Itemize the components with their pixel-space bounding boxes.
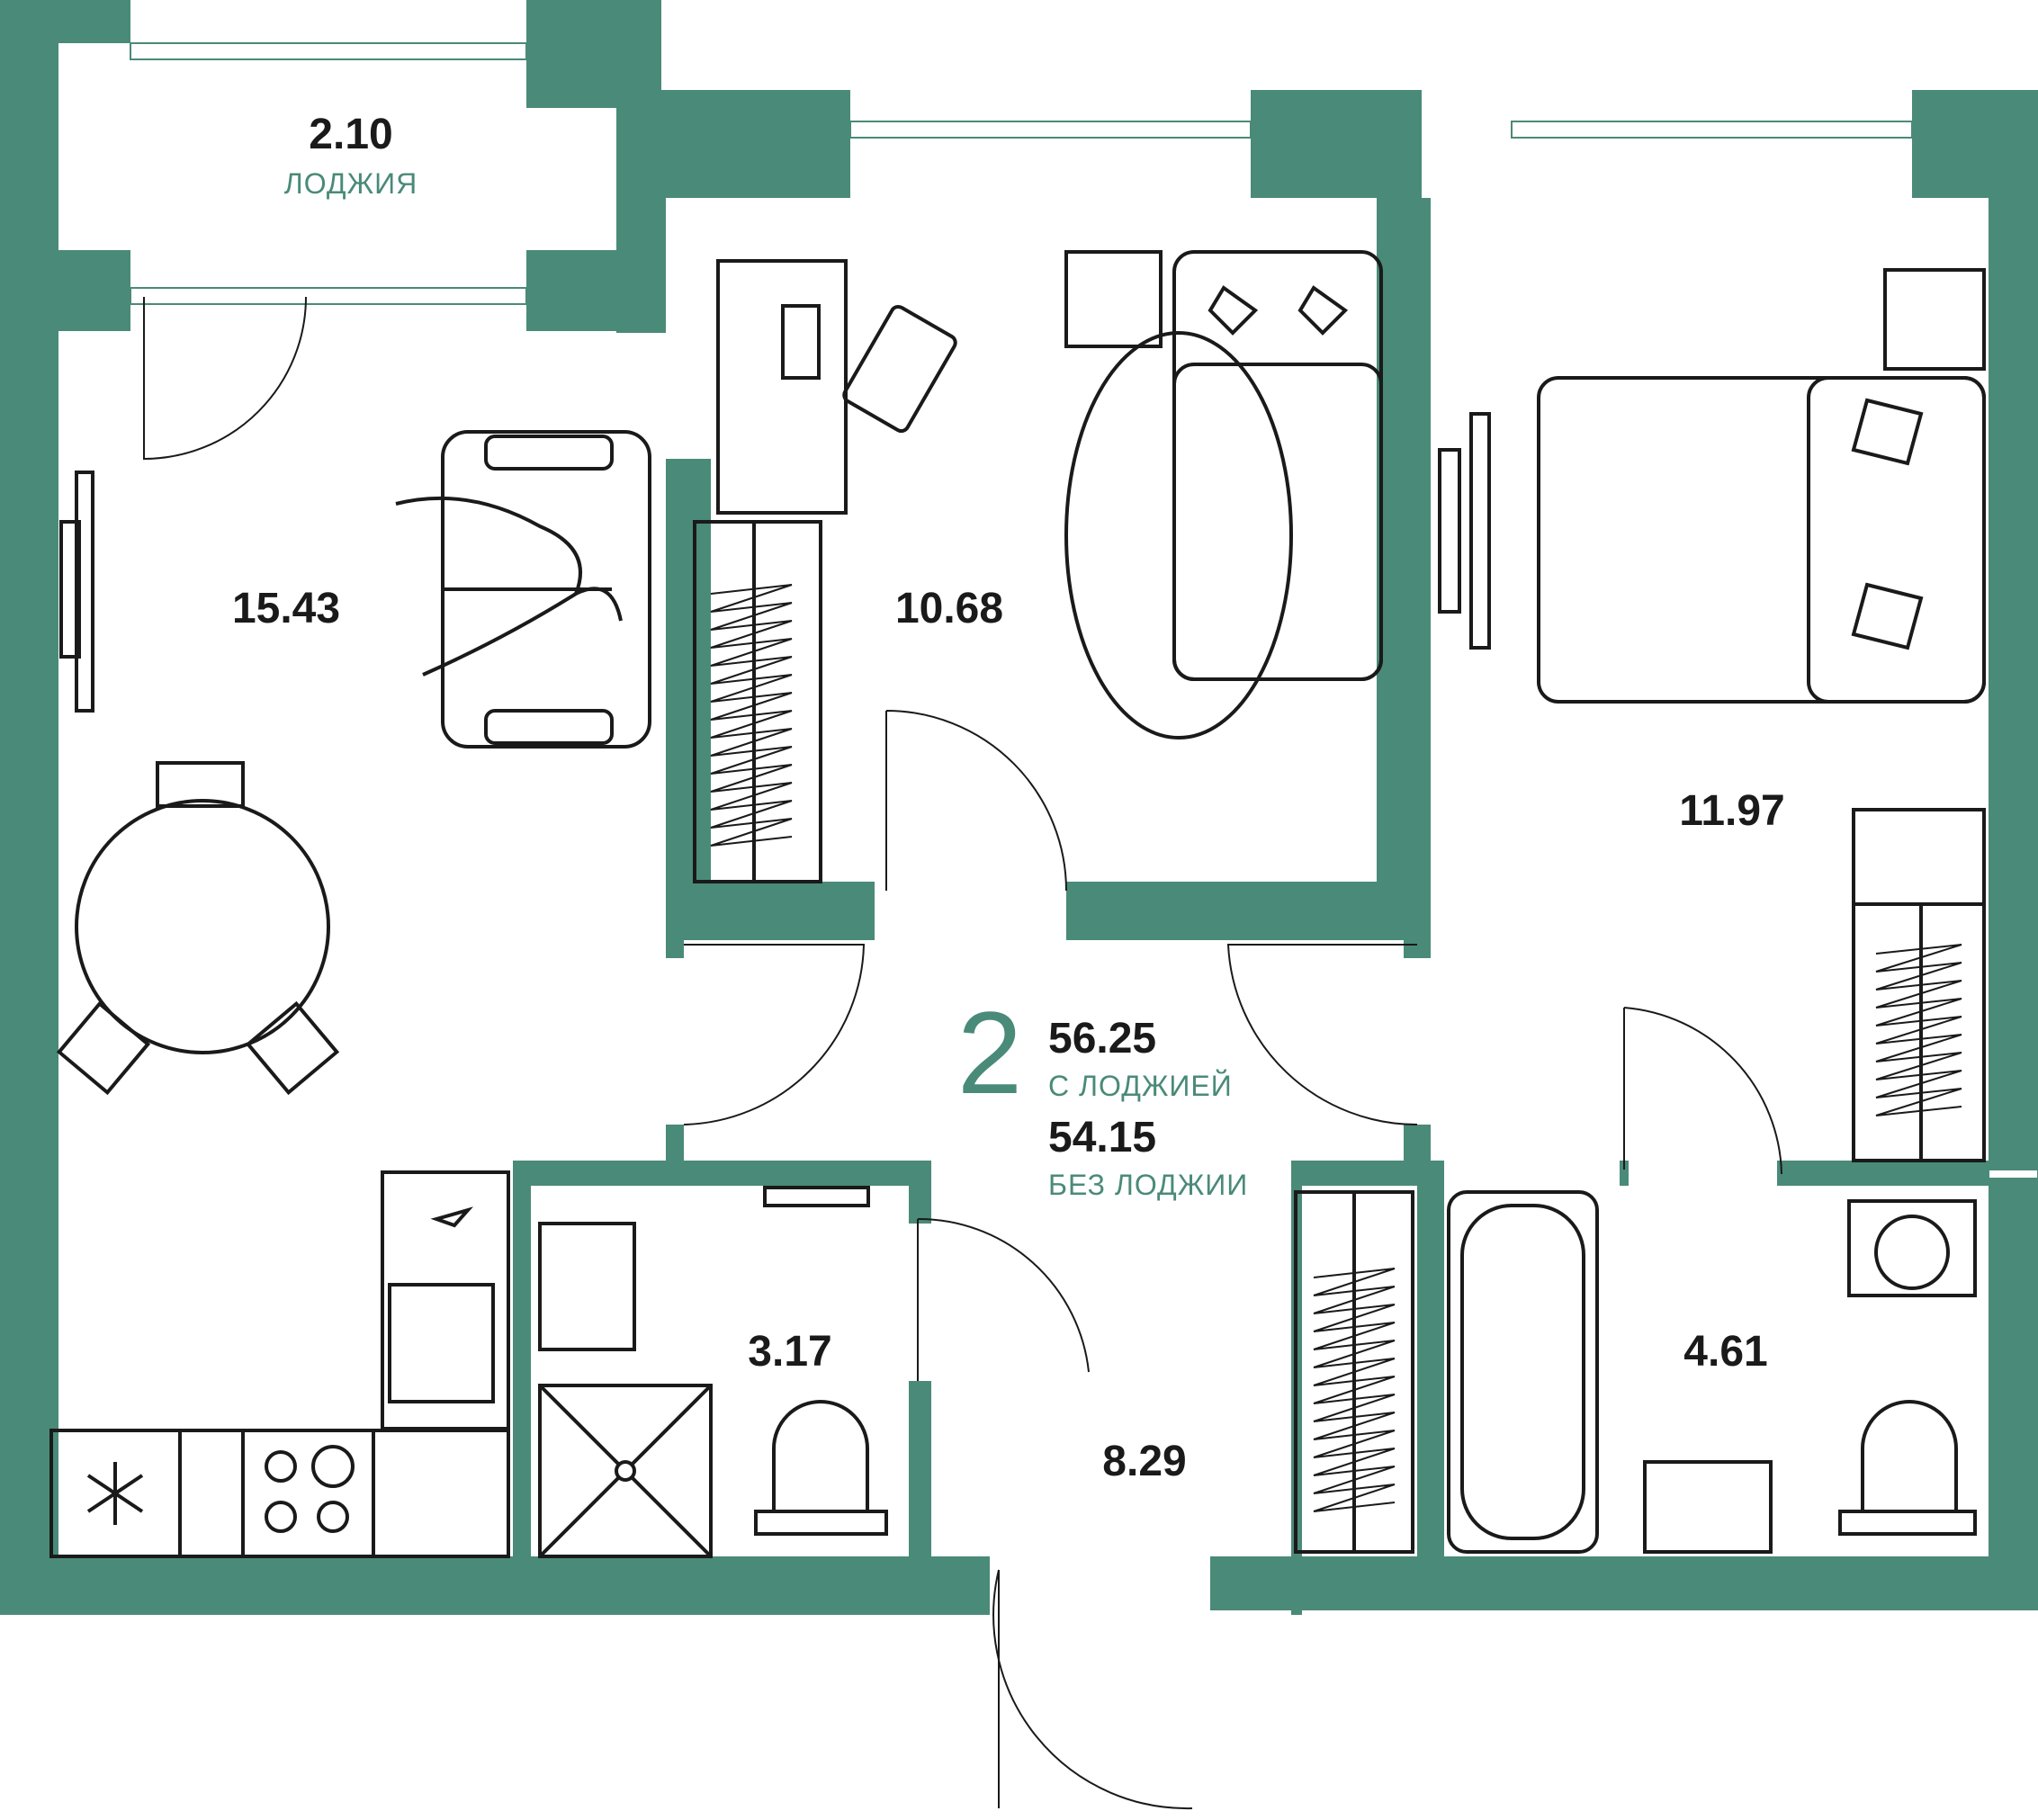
total-without-loggia: 54.15 (1048, 1114, 1156, 1161)
toilet-icon (754, 1400, 888, 1536)
bath-right-area: 4.61 (1683, 1328, 1767, 1376)
hall-area: 8.29 (1102, 1438, 1186, 1485)
without-loggia-label: БЕЗ ЛОДЖИИ (1048, 1169, 1248, 1201)
bath-left-area: 3.17 (748, 1328, 831, 1376)
loggia-label: ЛОДЖИЯ (284, 167, 418, 200)
living-area: 15.43 (232, 585, 340, 632)
kitchen (49, 1170, 510, 1558)
loggia-area: 2.10 (309, 111, 392, 158)
wardrobe-icon (693, 520, 822, 883)
walls (0, 0, 2038, 1615)
stove-icon (241, 1429, 375, 1558)
bedroom-large-area: 11.97 (1679, 787, 1784, 835)
bathtub-icon (1447, 1190, 1599, 1554)
bath-right-fixtures (1447, 1190, 1977, 1554)
wardrobe-large (1852, 808, 1986, 1162)
wardrobe-hall (1294, 1190, 1414, 1554)
toilet-right-icon (1838, 1400, 1977, 1536)
bath-left-fixtures (538, 1186, 888, 1558)
sofa-icon (395, 430, 651, 749)
rooms-count: 2 (957, 987, 1022, 1118)
desk (716, 259, 957, 515)
with-loggia-label: С ЛОДЖИЕЙ (1048, 1070, 1233, 1102)
tv-icon (59, 471, 94, 713)
windows (130, 42, 2038, 1179)
table-icon (56, 761, 340, 1096)
bed-icon (1064, 250, 1383, 740)
total-with-loggia: 56.25 (1048, 1015, 1156, 1062)
snowflake-icon (86, 1462, 144, 1525)
bedroom-small-area: 10.68 (895, 585, 1003, 632)
washing-machine-icon (1847, 1199, 1977, 1297)
shower-icon (538, 1384, 713, 1558)
doors (143, 296, 1782, 1810)
bed-large (1438, 268, 1986, 704)
